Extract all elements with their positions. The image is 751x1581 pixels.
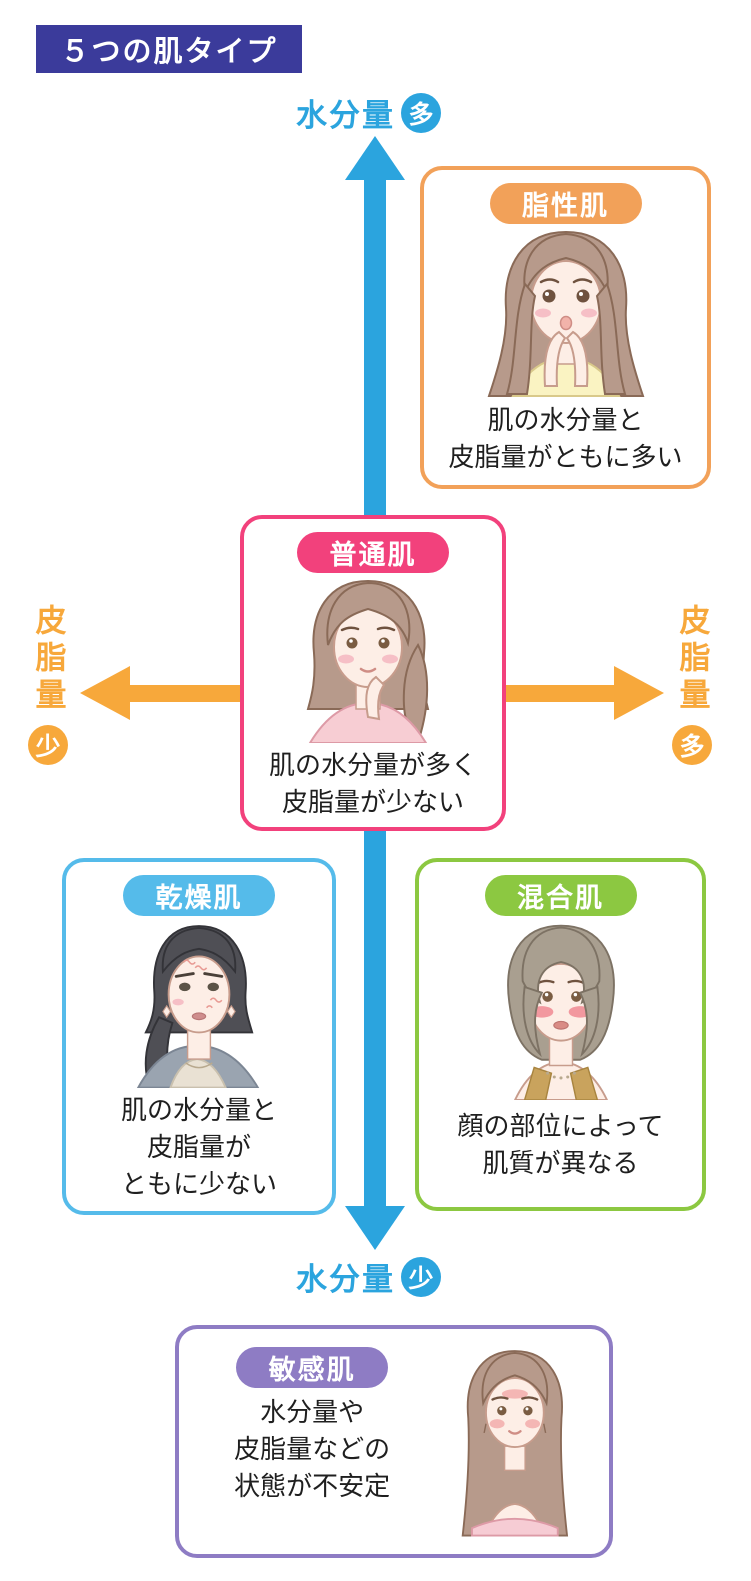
card-sensitive-skin: 敏感肌 水分量や 皮脂量などの 状態が不安定 — [175, 1325, 613, 1558]
oily-skin-illustration — [487, 230, 644, 397]
moisture-low-badge: 少 — [401, 1256, 441, 1297]
card-combination-skin: 混合肌 顔の部位によって 肌質が異なる — [415, 858, 706, 1211]
sebum-axis-label-left: 皮脂量 少 — [24, 604, 72, 765]
sebum-axis-shaft-right — [500, 685, 618, 702]
moisture-high-badge: 多 — [401, 92, 441, 133]
page-title: ５つの肌タイプ — [36, 25, 302, 73]
sebum-high-badge: 多 — [672, 725, 712, 765]
card-sensitive-skin-label: 敏感肌 — [236, 1347, 389, 1388]
card-oily-skin-description: 肌の水分量と 皮脂量がともに多い — [448, 405, 683, 472]
moisture-label: 水分量 — [296, 1262, 395, 1297]
sebum-axis-shaft-left — [126, 685, 250, 702]
card-dry-skin-description: 肌の水分量と 皮脂量が ともに少ない — [120, 1095, 277, 1199]
card-normal-skin: 普通肌 肌の水分量が多く 皮脂量が少ない — [240, 515, 506, 831]
sebum-axis-arrowhead-right — [614, 666, 664, 720]
card-dry-skin: 乾燥肌 肌の水分量と 皮脂量が ともに少ない — [62, 858, 336, 1215]
sebum-axis-label-right: 皮脂量 多 — [668, 604, 716, 765]
moisture-axis-arrowhead-down — [345, 1206, 405, 1250]
moisture-axis-arrowhead-up — [345, 136, 405, 180]
normal-skin-illustration — [306, 579, 430, 743]
card-normal-skin-description: 肌の水分量が多く 皮脂量が少ない — [268, 750, 477, 817]
card-combination-skin-description: 顔の部位によって 肌質が異なる — [457, 1111, 664, 1178]
sebum-low-badge: 少 — [28, 725, 68, 765]
sebum-label: 皮脂量 — [30, 604, 66, 715]
moisture-label: 水分量 — [296, 98, 395, 133]
card-oily-skin-label: 脂性肌 — [489, 183, 642, 224]
card-sensitive-skin-description: 水分量や 皮脂量などの 状態が不安定 — [234, 1397, 391, 1501]
card-combination-skin-label: 混合肌 — [484, 875, 637, 916]
card-dry-skin-label: 乾燥肌 — [123, 875, 275, 916]
card-sensitive-skin-text-column: 敏感肌 水分量や 皮脂量などの 状態が不安定 — [193, 1339, 431, 1505]
combination-skin-illustration — [506, 924, 615, 1100]
sensitive-skin-illustration — [461, 1350, 569, 1537]
card-normal-skin-label: 普通肌 — [297, 532, 449, 573]
moisture-axis-label-top: 水分量 多 — [296, 90, 441, 135]
card-oily-skin: 脂性肌 肌の水分量と 皮脂量がともに多い — [420, 166, 711, 489]
moisture-axis-label-bottom: 水分量 少 — [296, 1254, 441, 1299]
sebum-axis-arrowhead-left — [80, 666, 130, 720]
dry-skin-illustration — [136, 925, 260, 1088]
sebum-label: 皮脂量 — [674, 604, 710, 715]
